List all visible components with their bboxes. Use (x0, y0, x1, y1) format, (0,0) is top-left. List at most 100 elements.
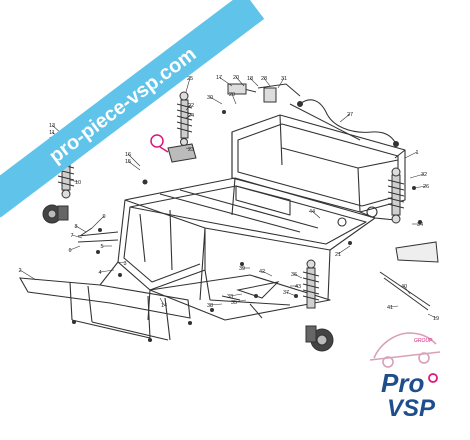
callout-leader-37 (285, 291, 297, 297)
callout-number-33: 33 (227, 294, 233, 300)
callout-leader-2 (19, 269, 37, 281)
logo-word-top: Pro (381, 368, 424, 398)
callout-leader-21 (337, 245, 351, 255)
callout-number-28: 28 (261, 76, 267, 82)
logo-word-bottom: VSP (387, 395, 436, 422)
callout-leader-6 (69, 245, 81, 251)
callout-number-8: 8 (74, 224, 77, 230)
front-bumper-frame (19, 277, 193, 343)
callout-leader-41 (389, 305, 399, 308)
brake-cable (297, 99, 399, 147)
callout-number-44: 44 (309, 209, 315, 215)
callout-number-37: 37 (283, 290, 289, 296)
watermark-banner: pro-piece-vsp.com (0, 0, 265, 218)
logo-car-icon (369, 332, 441, 368)
callout-leader-1 (404, 151, 418, 159)
callout-number-10: 10 (75, 180, 81, 186)
callout-leader-28 (263, 77, 271, 87)
callout-leader-14 (159, 297, 165, 306)
callout-number-38: 38 (207, 303, 213, 309)
callout-leader-22 (185, 104, 192, 111)
callout-leader-20 (235, 76, 245, 87)
callout-leader-31 (277, 77, 285, 89)
callout-leader-7 (71, 234, 83, 239)
callout-leader-25 (185, 77, 191, 93)
callout-leader-23 (185, 147, 192, 150)
callout-number-24: 24 (188, 113, 194, 119)
callout-number-5: 5 (100, 244, 103, 250)
callout-leader-8 (75, 225, 87, 233)
callout-leader-36 (293, 273, 303, 279)
callout-number-17: 17 (216, 75, 222, 81)
main-frame (99, 114, 406, 321)
callout-number-34: 34 (417, 222, 423, 228)
highlighted-part-marker (150, 134, 169, 153)
callout-number-42: 42 (259, 269, 265, 275)
callout-number-41: 41 (387, 305, 393, 311)
callout-leader-42 (261, 270, 273, 277)
callout-number-35: 35 (231, 300, 237, 306)
callout-leader-18 (249, 77, 259, 87)
callout-number-31: 31 (281, 76, 287, 82)
callout-number-20: 20 (233, 75, 239, 81)
callout-number-9: 9 (102, 214, 105, 220)
callout-number-25: 25 (187, 76, 193, 82)
pro-vsp-logo: GROUP Pro VSP (369, 332, 441, 422)
callout-number-26: 26 (423, 184, 429, 190)
callout-leader-44 (311, 210, 321, 219)
callout-leader-17 (218, 76, 233, 87)
front-right-shock-absorber (302, 259, 320, 309)
callout-number-15: 15 (125, 159, 131, 165)
callout-number-43: 43 (295, 284, 301, 290)
callout-leader-15 (127, 160, 141, 171)
callout-leader-38 (209, 303, 223, 306)
callout-number-6: 6 (68, 248, 71, 254)
callout-number-23: 23 (188, 147, 194, 153)
suspension-arms (77, 83, 439, 319)
callout-number-14: 14 (161, 303, 167, 309)
callout-leader-16 (127, 153, 141, 167)
logo-accent-dot (428, 373, 438, 383)
callout-number-4: 4 (98, 270, 101, 276)
callout-number-40: 40 (401, 284, 407, 290)
callout-number-30: 30 (207, 95, 213, 101)
bolts (96, 110, 422, 312)
callout-leader-19 (427, 313, 437, 319)
callout-number-22: 22 (188, 103, 194, 109)
callouts: 1234567891011121314151617181920212223242… (18, 75, 439, 322)
right-shock-absorber (387, 167, 405, 224)
callout-leader-9 (91, 215, 105, 229)
callout-number-29: 29 (229, 92, 235, 98)
callout-leader-32 (409, 173, 425, 179)
callout-leader-26 (413, 185, 427, 189)
callout-leader-29 (231, 93, 237, 105)
callout-number-36: 36 (291, 272, 297, 278)
callout-number-18: 18 (247, 76, 253, 82)
callout-leader-33 (229, 293, 243, 297)
callout-number-19: 19 (433, 316, 439, 322)
callout-number-39: 39 (239, 266, 245, 272)
callout-leader-24 (185, 114, 192, 119)
callout-leader-30 (209, 96, 223, 105)
callout-leader-4 (99, 269, 115, 273)
callout-number-27: 27 (347, 112, 353, 118)
callout-number-21: 21 (335, 252, 341, 258)
callout-number-16: 16 (125, 152, 131, 158)
callout-leader-27 (339, 113, 351, 123)
callout-number-7: 7 (70, 233, 73, 239)
callout-number-11: 11 (49, 130, 55, 136)
callout-number-1: 1 (415, 150, 418, 156)
front-left-hub-knuckle (42, 204, 69, 224)
callout-leader-3 (117, 261, 126, 264)
callout-leader-10 (69, 179, 79, 183)
callout-number-2: 2 (18, 268, 21, 274)
logo-group-text: GROUP (414, 338, 433, 344)
watermark-banner-bg (0, 0, 265, 218)
callout-number-13: 13 (49, 123, 55, 129)
callout-number-32: 32 (421, 172, 427, 178)
front-right-hub-knuckle (305, 325, 334, 352)
callout-leader-40 (403, 285, 411, 295)
callout-number-3: 3 (123, 261, 126, 267)
callout-leader-35 (233, 299, 247, 303)
